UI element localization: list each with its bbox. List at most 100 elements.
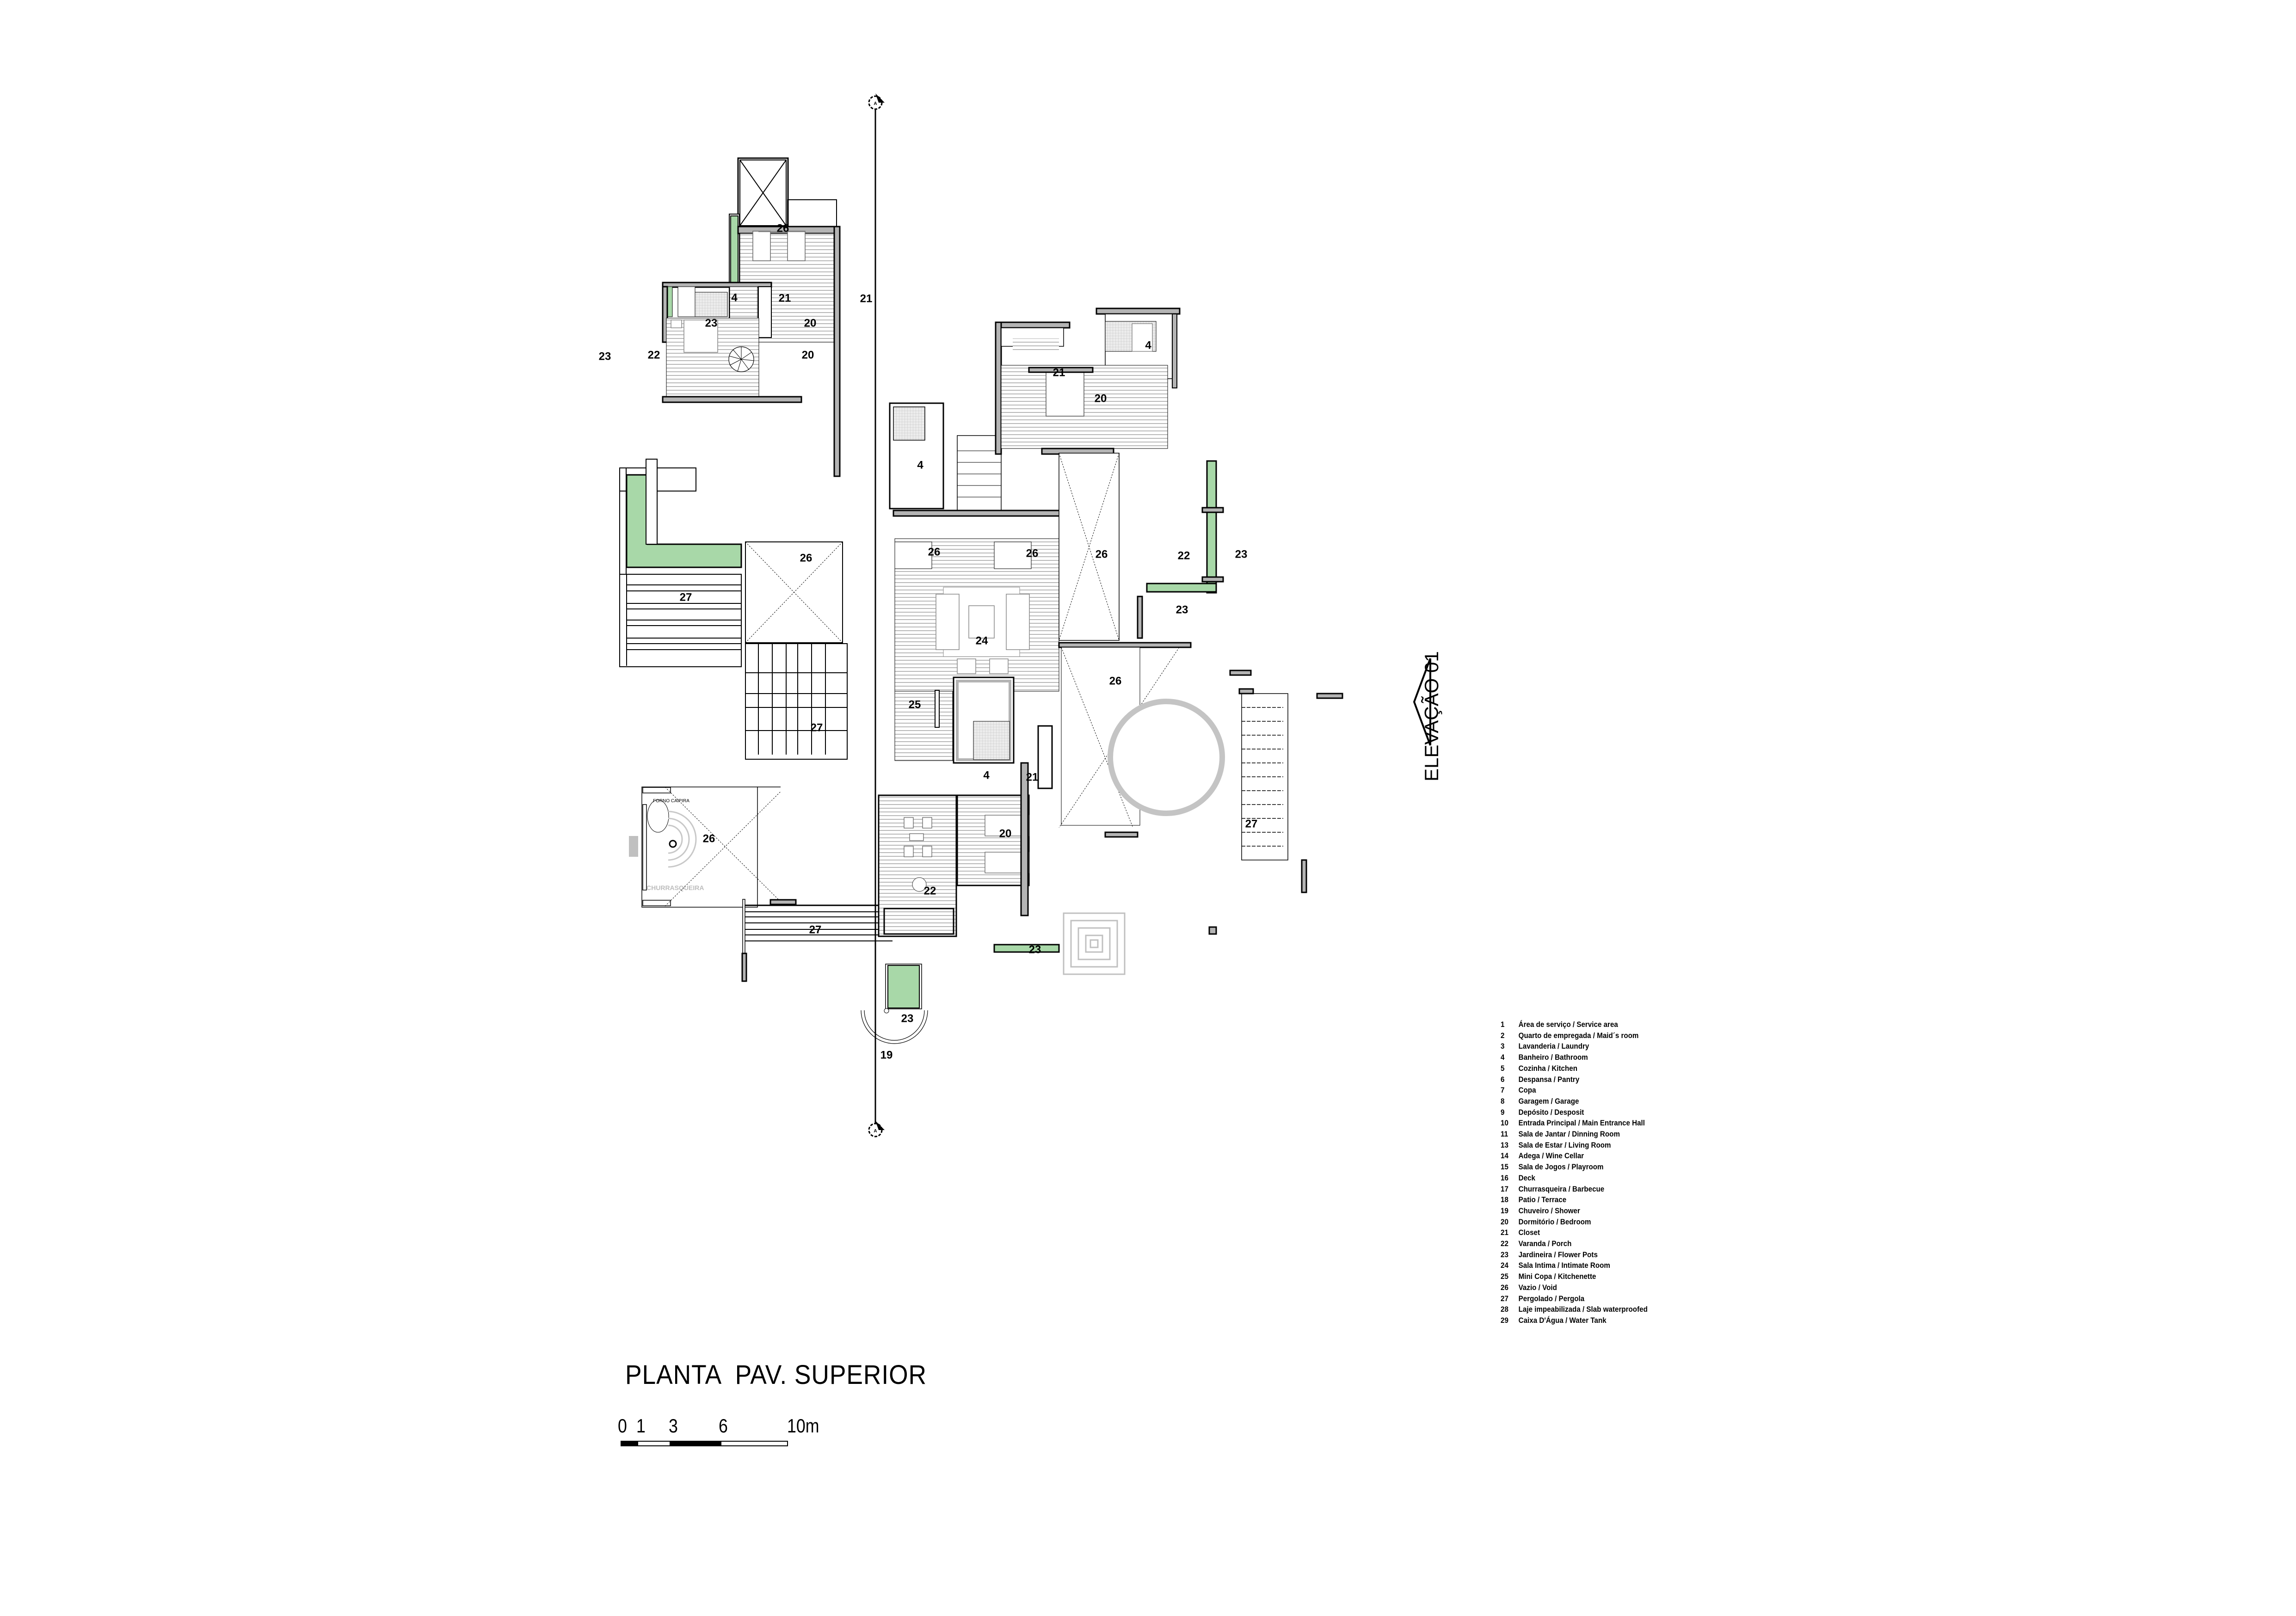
- svg-text:22: 22: [924, 885, 936, 897]
- svg-text:4: 4: [983, 769, 990, 781]
- legend-label: Jardineira / Flower Pots: [1518, 1250, 1598, 1259]
- section-marker-bottom: A: [868, 1121, 885, 1137]
- legend-number: 9: [1501, 1108, 1505, 1117]
- svg-text:26: 26: [800, 552, 813, 564]
- legend-number: 10: [1501, 1119, 1508, 1128]
- legend-label: Varanda / Porch: [1518, 1240, 1572, 1248]
- svg-text:27: 27: [1245, 817, 1258, 830]
- legend-item: 10 Entrada Principal / Main Entrance Hall: [1501, 1118, 1648, 1129]
- svg-text:26: 26: [777, 222, 789, 234]
- legend-number: 28: [1501, 1305, 1508, 1314]
- legend-number: 22: [1501, 1240, 1508, 1248]
- legend-number: 8: [1501, 1097, 1505, 1106]
- svg-text:20: 20: [999, 827, 1012, 840]
- scale-segment: [637, 1441, 671, 1446]
- legend-label: Sala Intima / Intimate Room: [1518, 1261, 1610, 1270]
- legend-label: Sala de Jogos / Playroom: [1518, 1163, 1604, 1172]
- staircase: [957, 435, 1002, 511]
- legend-number: 3: [1501, 1042, 1505, 1051]
- svg-text:27: 27: [811, 721, 823, 734]
- pergola-e: [1241, 693, 1288, 860]
- svg-text:4: 4: [731, 291, 738, 304]
- legend-number: 19: [1501, 1206, 1508, 1215]
- concentric-square-fountain: [1063, 912, 1126, 975]
- svg-text:22: 22: [1178, 549, 1190, 562]
- scale-segment: [670, 1441, 721, 1446]
- void-sw: [665, 786, 781, 907]
- svg-text:27: 27: [680, 591, 692, 603]
- legend-label: Área de serviço / Service area: [1518, 1020, 1618, 1029]
- legend-number: 5: [1501, 1064, 1505, 1073]
- svg-text:20: 20: [1095, 392, 1107, 405]
- legend-label: Patio / Terrace: [1518, 1196, 1567, 1204]
- svg-text:20: 20: [802, 349, 814, 361]
- round-void: [1058, 642, 1254, 838]
- svg-text:27: 27: [809, 923, 822, 936]
- svg-text:26: 26: [928, 546, 941, 558]
- spiral-stair: [728, 346, 754, 372]
- svg-text:23: 23: [1029, 943, 1041, 956]
- legend-label: Lavanderia / Laundry: [1518, 1042, 1589, 1051]
- legend-item: 5 Cozinha / Kitchen: [1501, 1063, 1648, 1075]
- svg-text:23: 23: [705, 317, 718, 329]
- svg-text:21: 21: [860, 292, 873, 305]
- svg-text:26: 26: [1109, 675, 1122, 687]
- svg-text:26: 26: [1026, 547, 1039, 559]
- barbecue-area: FORNO CAIPIRA CHURRASQUEIRA: [629, 786, 758, 908]
- legend-label: Adega / Wine Cellar: [1518, 1152, 1584, 1161]
- legend-number: 26: [1501, 1283, 1508, 1292]
- legend-number: 21: [1501, 1229, 1508, 1237]
- scale-tick-3: 3: [669, 1415, 678, 1437]
- svg-text:A: A: [874, 101, 877, 106]
- void-ne: [1059, 453, 1120, 641]
- legend-label: Chuveiro / Shower: [1518, 1206, 1580, 1215]
- legend-label: Churrasqueira / Barbecue: [1518, 1185, 1605, 1193]
- legend-label: Sala de Jantar / Dinning Room: [1518, 1130, 1620, 1139]
- svg-text:23: 23: [1235, 548, 1248, 560]
- svg-text:24: 24: [976, 634, 988, 647]
- svg-text:20: 20: [804, 317, 817, 329]
- scale-segment: [720, 1441, 788, 1446]
- legend-number: 18: [1501, 1196, 1508, 1204]
- legend-number: 14: [1501, 1152, 1508, 1161]
- legend-label: Entrada Principal / Main Entrance Hall: [1518, 1119, 1645, 1128]
- void-w: [745, 541, 843, 643]
- legend-label: Despansa / Pantry: [1518, 1075, 1580, 1084]
- pergola-s: [741, 899, 893, 982]
- svg-text:26: 26: [703, 832, 715, 845]
- legend-number: 23: [1501, 1250, 1508, 1259]
- legend-label: Cozinha / Kitchen: [1518, 1064, 1577, 1073]
- legend-number: 27: [1501, 1294, 1508, 1303]
- scale-tick-0: 0: [618, 1415, 627, 1437]
- room-labels: 26 23 20 4 21 21 20 22 23 27 4 26 26 26 …: [599, 222, 1258, 1061]
- elevation-label: ELEVAÇÃO 01: [1421, 651, 1442, 781]
- legend-number: 29: [1501, 1316, 1508, 1325]
- legend-number: 1: [1501, 1020, 1505, 1029]
- svg-text:22: 22: [648, 349, 660, 361]
- legend-label: Vazio / Void: [1518, 1283, 1557, 1292]
- legend-label: Quarto de empregada / Maid´s room: [1518, 1031, 1639, 1040]
- legend-label: Mini Copa / Kitchenette: [1518, 1272, 1596, 1281]
- svg-text:23: 23: [901, 1012, 914, 1025]
- svg-text:4: 4: [917, 459, 923, 471]
- legend-number: 13: [1501, 1141, 1508, 1149]
- scale-tick-10: 10m: [787, 1415, 819, 1437]
- svg-text:CHURRASQUEIRA: CHURRASQUEIRA: [646, 884, 704, 891]
- legend-item: 18 Patio / Terrace: [1501, 1195, 1648, 1206]
